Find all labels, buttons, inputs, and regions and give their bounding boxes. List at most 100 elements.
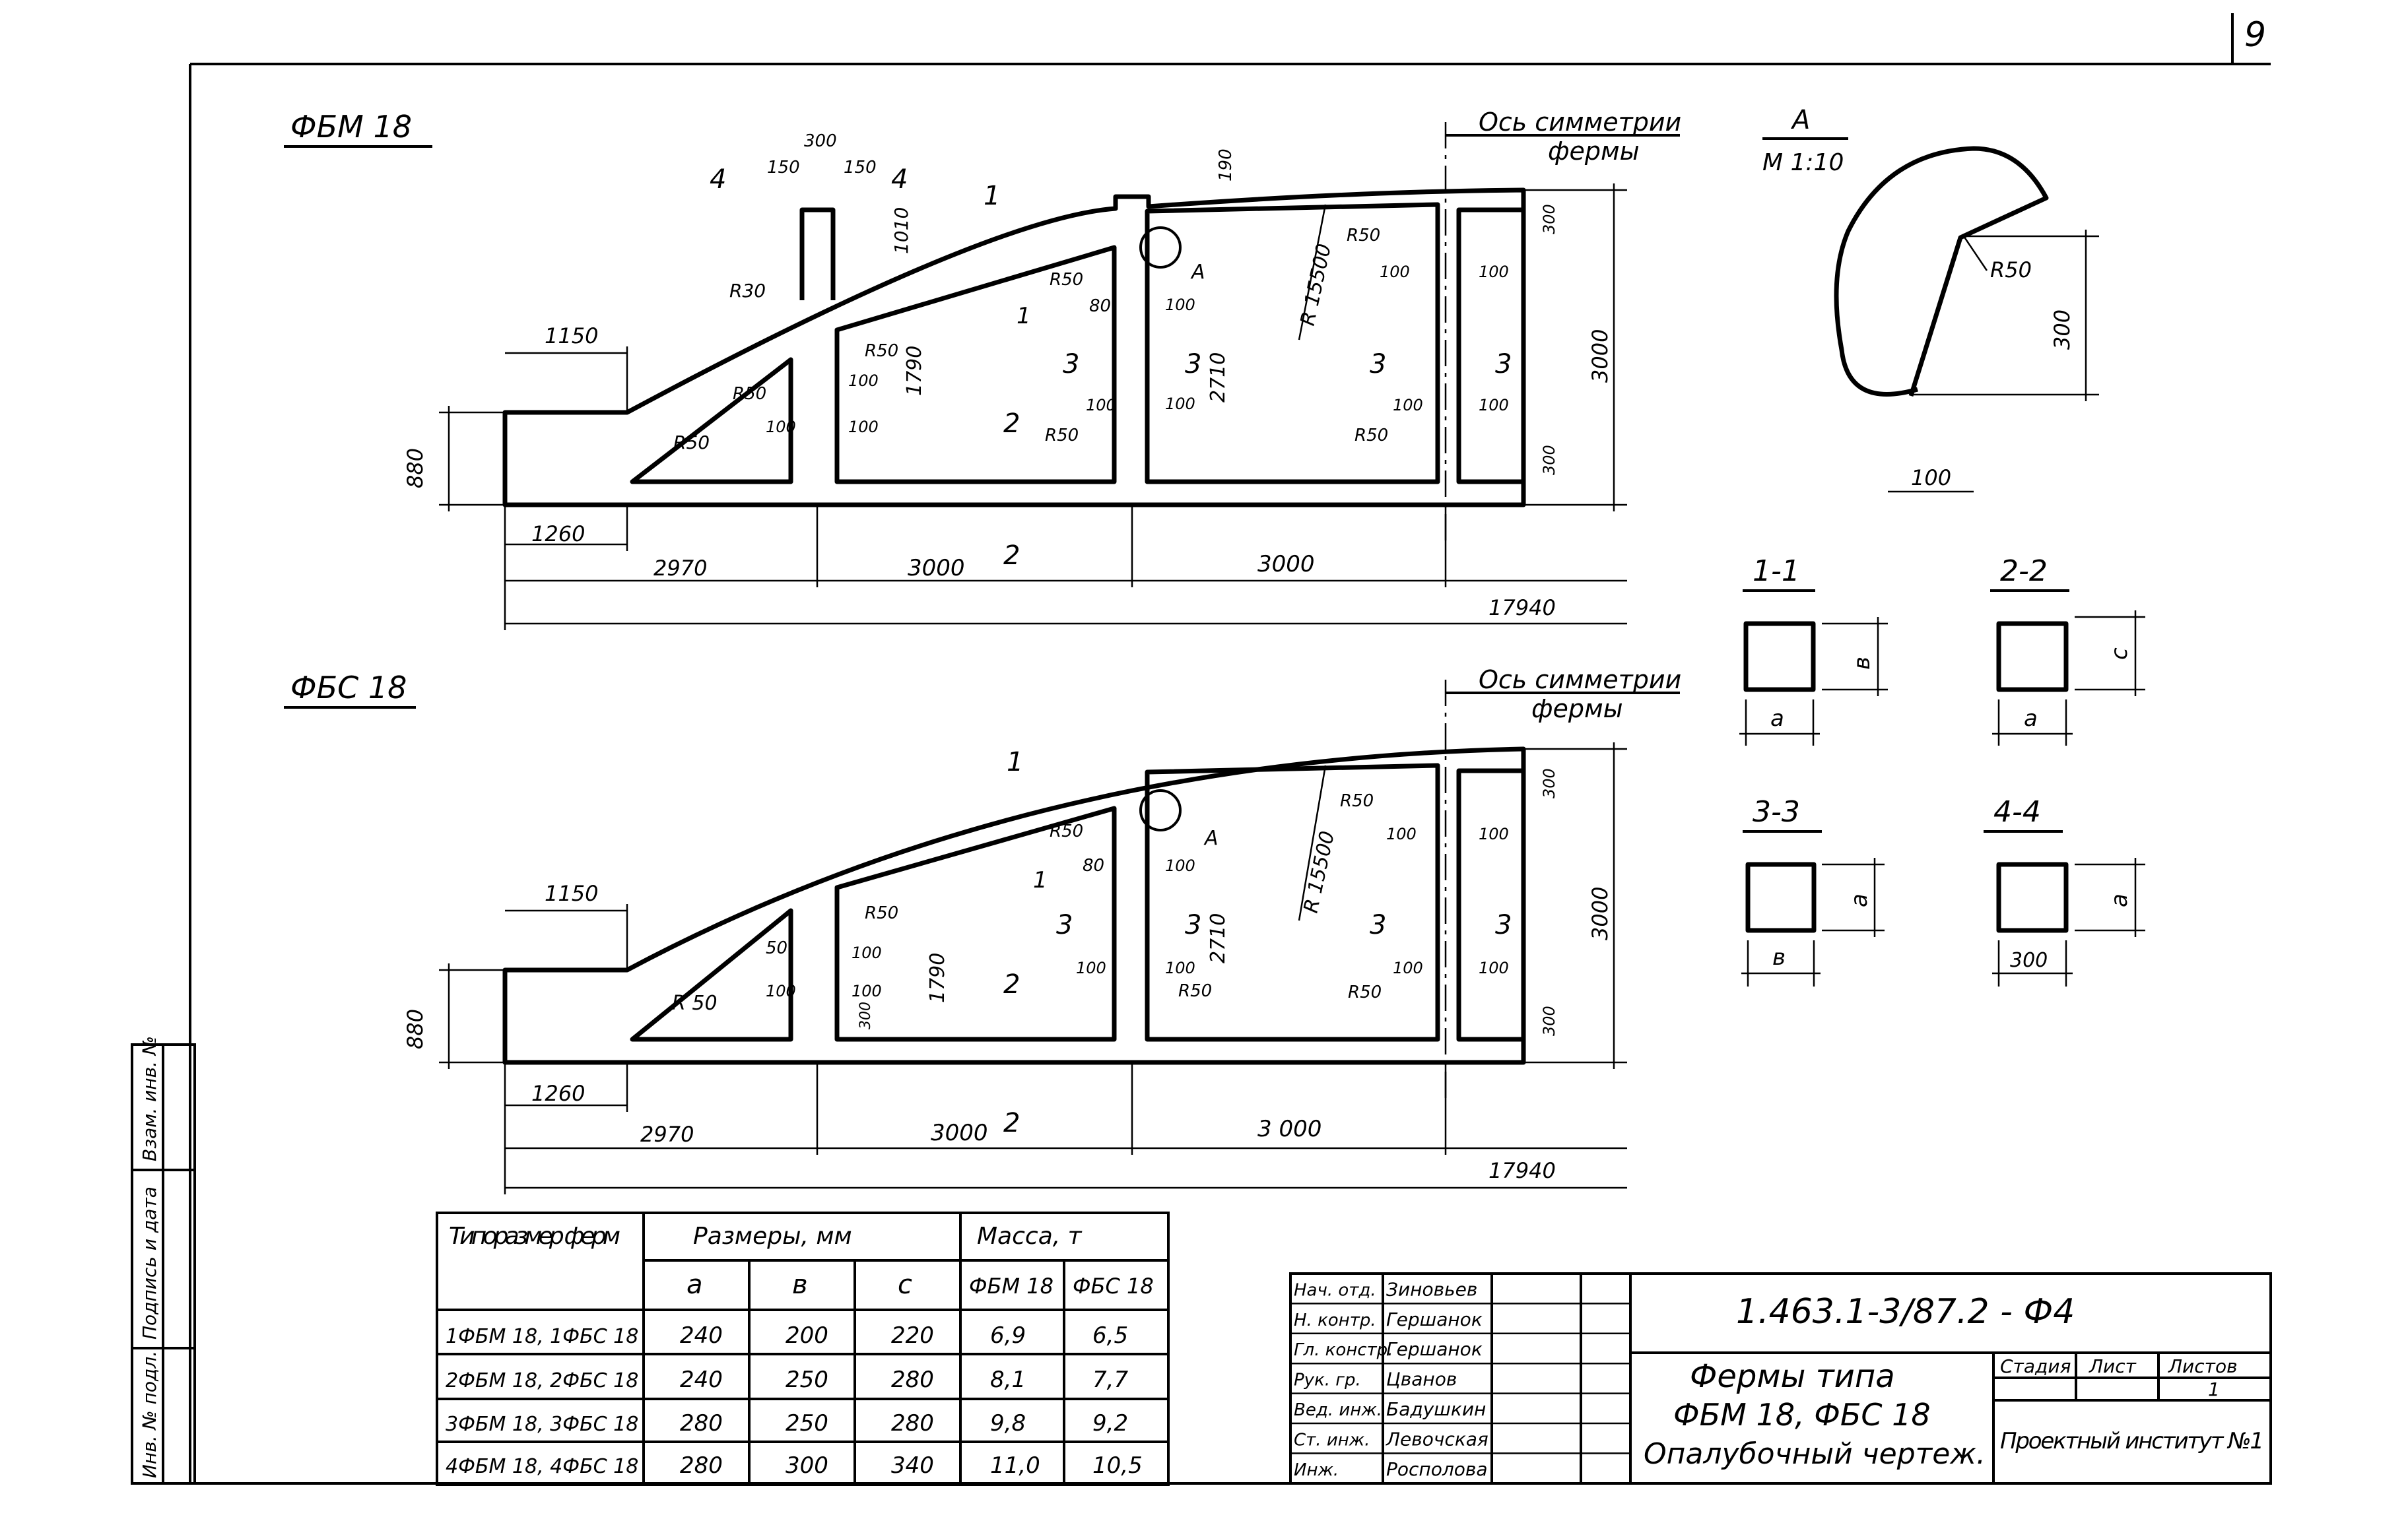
svg-text:100: 100 xyxy=(766,982,796,1000)
svg-text:в: в xyxy=(1849,657,1875,670)
svg-text:a: a xyxy=(1846,893,1873,907)
svg-text:4-4: 4-4 xyxy=(1993,795,2041,829)
svg-text:R50: R50 xyxy=(1340,791,1374,811)
table-cell-a: 240 xyxy=(680,1367,723,1393)
svg-text:17940: 17940 xyxy=(1488,1158,1556,1183)
fbs18-outline xyxy=(502,746,1526,1065)
signer-name: Бадушкин xyxy=(1386,1398,1486,1420)
svg-text:Ось симметрии: Ось симметрии xyxy=(1479,665,1681,694)
fbm18-title: ФБМ 18 xyxy=(290,109,412,145)
svg-text:1: 1 xyxy=(1033,867,1048,893)
table-cell-fbm: 11,0 xyxy=(990,1452,1040,1479)
signer-role: Ст. инж. xyxy=(1294,1430,1370,1450)
svg-text:100: 100 xyxy=(1165,296,1195,314)
signer-name: Зиновьев xyxy=(1386,1278,1477,1300)
svg-text:1-1: 1-1 xyxy=(1753,554,1800,588)
svg-text:100: 100 xyxy=(848,372,879,390)
section-2-2: 2-2 a c xyxy=(1990,554,2145,746)
svg-text:80: 80 xyxy=(1083,856,1104,876)
svg-text:50: 50 xyxy=(766,938,787,958)
svg-text:3: 3 xyxy=(1495,910,1512,940)
svg-text:3: 3 xyxy=(1185,349,1201,379)
svg-text:a: a xyxy=(1770,705,1784,732)
section-4-4: 4-4 300 a xyxy=(1984,795,2145,987)
svg-text:3000: 3000 xyxy=(1588,887,1613,940)
svg-text:1260: 1260 xyxy=(531,1081,585,1106)
table-cell-c: 220 xyxy=(891,1322,934,1349)
table-cell-a: 240 xyxy=(680,1322,723,1349)
svg-text:300: 300 xyxy=(2050,309,2075,350)
svg-text:3: 3 xyxy=(1495,349,1512,379)
table-cell-b: 250 xyxy=(786,1367,828,1393)
svg-text:А: А xyxy=(1203,827,1219,850)
signer-name: Гершанок xyxy=(1386,1338,1483,1360)
svg-text:100: 100 xyxy=(1479,396,1509,414)
svg-text:880: 880 xyxy=(403,448,428,488)
svg-text:300: 300 xyxy=(1540,445,1558,475)
svg-text:a: a xyxy=(2024,705,2038,732)
svg-text:Листов: Листов xyxy=(2168,1355,2238,1377)
svg-text:R50: R50 xyxy=(1990,257,2032,282)
drawing-code: 1.463.1-3/87.2 - Ф4 xyxy=(1736,1292,2075,1332)
svg-text:2710: 2710 xyxy=(1207,913,1230,963)
svg-text:R50: R50 xyxy=(1178,981,1212,1001)
svg-text:А: А xyxy=(1190,261,1205,284)
fbm18-panel-4 xyxy=(1456,207,1526,484)
svg-text:300: 300 xyxy=(857,1002,874,1029)
svg-text:1: 1 xyxy=(984,181,1000,211)
table-header-mass: Масса, т xyxy=(977,1223,1083,1250)
svg-text:c: c xyxy=(898,1270,912,1300)
svg-text:100: 100 xyxy=(1165,857,1195,875)
svg-text:R50: R50 xyxy=(1045,426,1079,445)
svg-text:R30: R30 xyxy=(729,280,766,302)
svg-text:ФБМ 18: ФБМ 18 xyxy=(969,1274,1054,1299)
svg-text:2: 2 xyxy=(1003,408,1020,439)
svg-text:1260: 1260 xyxy=(531,521,585,546)
fbm18-drawing: ФБМ 18 Ось симметрии фермы 1260 2970 300… xyxy=(284,108,1681,630)
table-cell-fbs: 10,5 xyxy=(1092,1452,1143,1479)
svg-text:R50: R50 xyxy=(733,384,766,404)
svg-text:150: 150 xyxy=(767,158,800,178)
svg-text:3 000: 3 000 xyxy=(1257,1116,1321,1142)
svg-text:80: 80 xyxy=(1089,296,1111,316)
svg-text:17940: 17940 xyxy=(1488,595,1556,620)
svg-text:100: 100 xyxy=(1911,465,1951,490)
stamp-signature: Подпись и дата xyxy=(139,1186,160,1340)
svg-text:R50: R50 xyxy=(1050,270,1083,290)
svg-text:1: 1 xyxy=(2208,1378,2220,1400)
svg-text:1790: 1790 xyxy=(926,953,949,1003)
signer-name: Росполова xyxy=(1386,1458,1488,1480)
svg-text:100: 100 xyxy=(1393,959,1423,977)
svg-text:3000: 3000 xyxy=(931,1120,988,1146)
svg-text:2: 2 xyxy=(1003,1108,1020,1138)
svg-text:100: 100 xyxy=(1479,959,1509,977)
signer-name: Гершанок xyxy=(1386,1309,1483,1330)
svg-text:100: 100 xyxy=(766,418,796,436)
fbm18-outline xyxy=(502,187,1526,507)
svg-text:1150: 1150 xyxy=(545,323,598,348)
svg-text:2: 2 xyxy=(1003,969,1020,1000)
svg-text:R50: R50 xyxy=(1348,983,1382,1002)
svg-text:3-3: 3-3 xyxy=(1753,795,1800,829)
table-cell-fbs: 9,2 xyxy=(1092,1410,1128,1437)
table-cell-fbm: 8,1 xyxy=(990,1367,1026,1393)
svg-text:300: 300 xyxy=(804,131,837,151)
signer-role: Инж. xyxy=(1294,1460,1339,1480)
stamp-replaces: Взам. инв. № xyxy=(139,1036,160,1161)
drawing-desc-3: Опалубочный чертеж. xyxy=(1644,1437,1986,1471)
svg-text:1150: 1150 xyxy=(545,881,598,906)
svg-text:фермы: фермы xyxy=(1548,137,1640,166)
table-cell-type: 4ФБМ 18, 4ФБС 18 xyxy=(446,1455,638,1478)
organization: Проектный институт №1 xyxy=(2000,1428,2264,1454)
svg-text:2-2: 2-2 xyxy=(2000,554,2048,588)
svg-text:1: 1 xyxy=(1017,303,1031,329)
detail-a: А М 1:10 R50 300 100 xyxy=(1762,105,2099,493)
svg-text:ФБС 18: ФБС 18 xyxy=(1073,1274,1154,1299)
table-cell-fbs: 6,5 xyxy=(1092,1322,1128,1349)
fbm18-panel-3 xyxy=(1145,202,1440,484)
svg-text:300: 300 xyxy=(1540,1006,1558,1036)
svg-text:4: 4 xyxy=(891,164,908,195)
page-number: 9 xyxy=(2244,15,2266,55)
